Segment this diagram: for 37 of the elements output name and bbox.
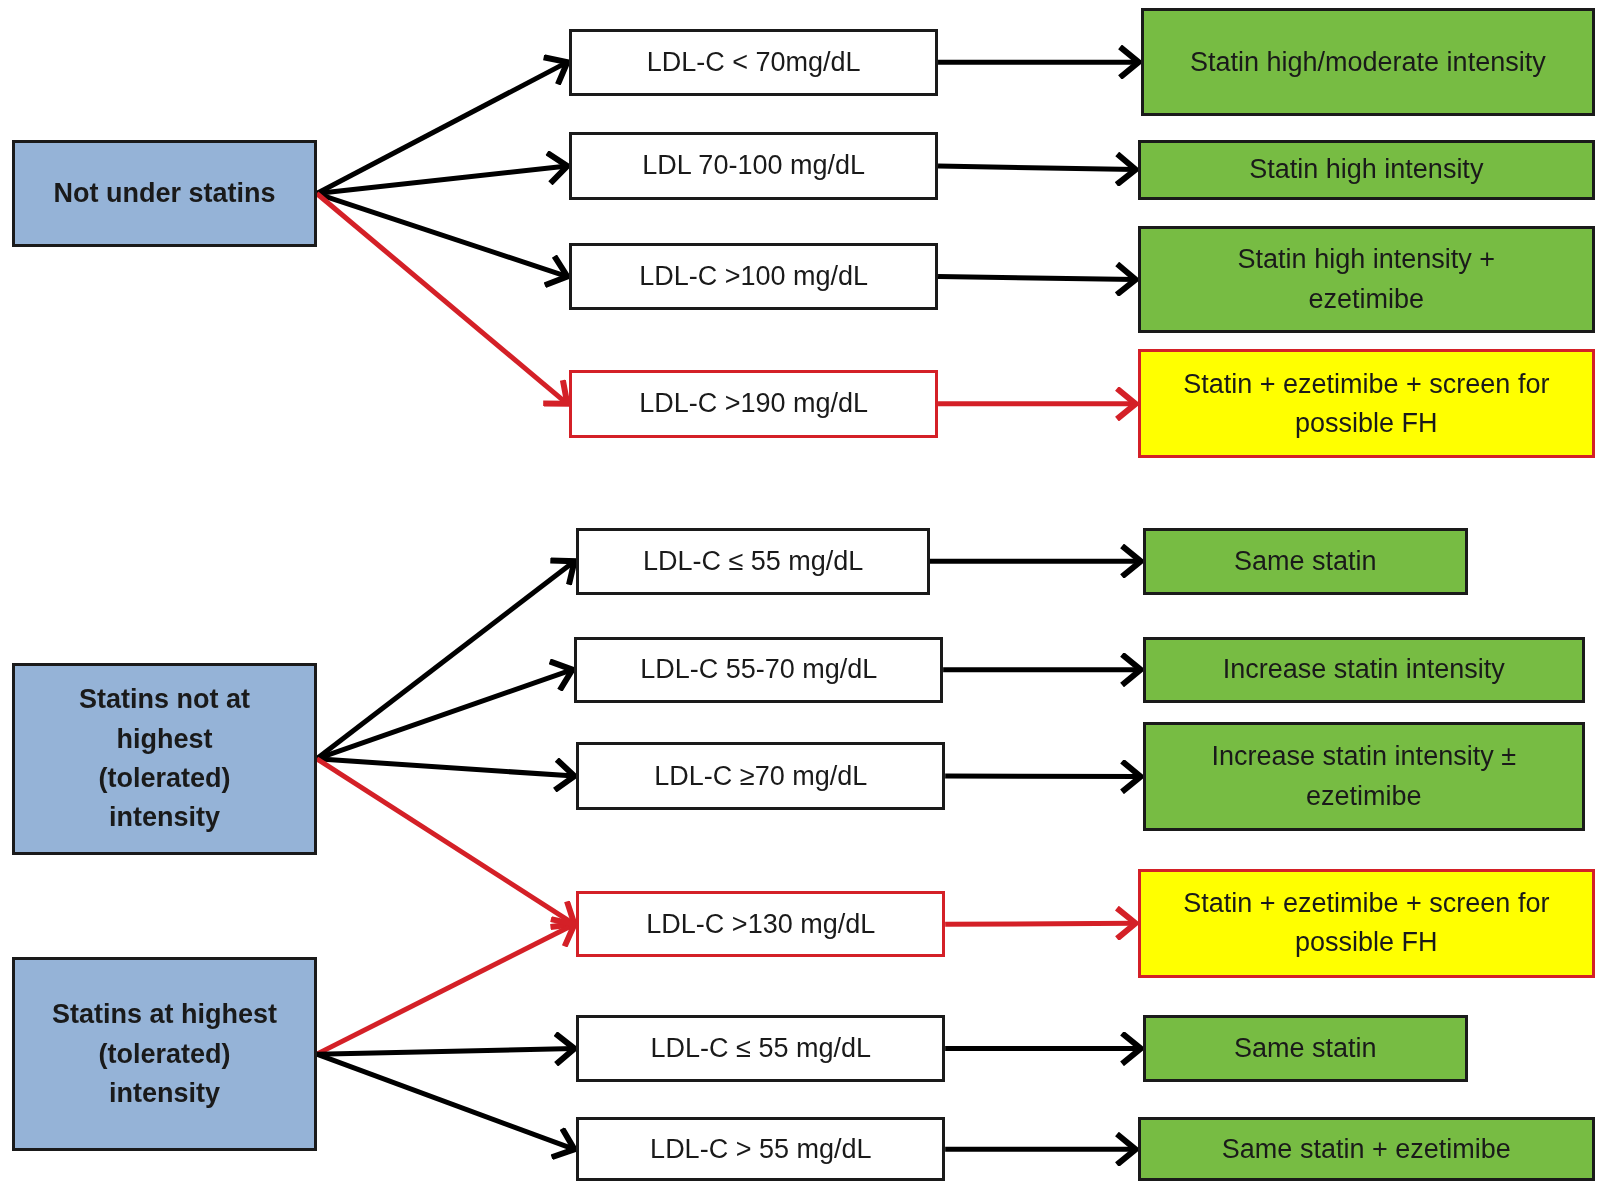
arrow: [943, 651, 1144, 688]
arrow: [315, 756, 578, 931]
treatment-box: Statin high/moderate intensity: [1140, 8, 1595, 117]
condition-box: LDL-C >100 mg/dL: [569, 243, 938, 310]
start-box: Statins at highest (tolerated) intensity: [12, 957, 317, 1151]
treatment-box: Statin + ezetimibe + screen for possible FH: [1137, 349, 1595, 459]
arrow: [938, 385, 1139, 423]
arrow: [316, 149, 571, 196]
condition-box: LDL-C >190 mg/dL: [569, 369, 938, 438]
condition-box: LDL-C ≤ 55 mg/dL: [576, 1015, 946, 1082]
treatment-box: Same statin: [1142, 1015, 1468, 1082]
condition-box: LDL-C ≤ 55 mg/dL: [576, 527, 930, 595]
arrow: [938, 261, 1139, 298]
condition-box: LDL-C < 70mg/dL: [569, 28, 938, 96]
arrow: [938, 43, 1142, 81]
treatment-box: Statin high intensity: [1137, 139, 1595, 200]
treatment-box: Statin + ezetimibe + screen for possible FH: [1137, 868, 1595, 978]
condition-box: LDL-C ≥70 mg/dL: [576, 742, 946, 810]
arrow: [929, 542, 1144, 580]
treatment-box: Statin high intensity + ezetimibe: [1137, 226, 1595, 334]
arrow: [938, 150, 1139, 188]
treatment-box: Increase statin intensity ± ezetimibe: [1142, 722, 1585, 832]
treatment-box: Same statin + ezetimibe: [1137, 1117, 1595, 1182]
treatment-box: Increase statin intensity: [1142, 636, 1585, 703]
start-box: Statins not at highest (tolerated) intensity: [12, 663, 317, 855]
treatment-box: Same statin: [1142, 527, 1468, 595]
arrow: [945, 905, 1139, 942]
arrow: [945, 758, 1144, 795]
arrow: [315, 1051, 578, 1161]
arrow: [315, 191, 571, 407]
condition-box: LDL 70-100 mg/dL: [569, 132, 938, 200]
arrow: [945, 1131, 1139, 1168]
condition-box: LDL-C 55-70 mg/dL: [574, 636, 944, 703]
start-box: Not under statins: [12, 139, 317, 248]
condition-box: LDL-C >130 mg/dL: [576, 891, 946, 958]
arrow: [945, 1030, 1144, 1067]
condition-box: LDL-C > 55 mg/dL: [576, 1117, 946, 1182]
